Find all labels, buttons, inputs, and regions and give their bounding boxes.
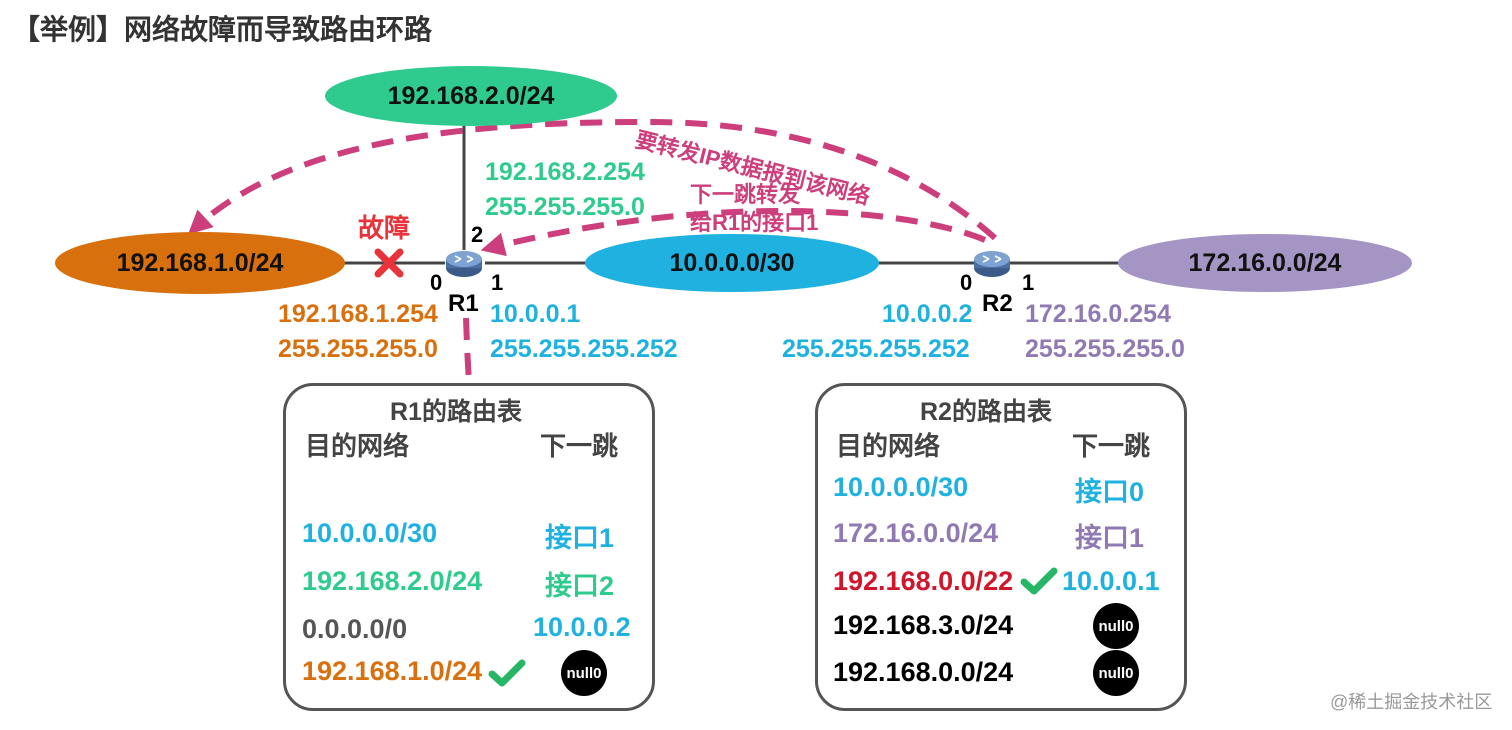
page-title: 【举例】网络故障而导致路由环路 (12, 14, 433, 45)
r2-null0-badge-2: null0 (1093, 650, 1139, 696)
r1-if0-mask: 255.255.255.0 (278, 335, 438, 363)
network-172-16-0: 172.16.0.0/24 (1118, 234, 1412, 292)
r1-row-2-dest: 192.168.2.0/24 (302, 566, 483, 596)
annotation-next-hop-1: 下一跳转发 (690, 182, 801, 207)
r1-row-4-dest: 192.168.1.0/24 (302, 656, 483, 686)
arrow-to-net-left (187, 118, 997, 241)
r1-row-1-dest: 10.0.0.0/30 (302, 518, 438, 548)
r1-col-next: 下一跳 (540, 431, 619, 461)
r2-row-5-dest: 192.168.0.0/24 (833, 657, 1014, 687)
r1-row-3-dest: 0.0.0.0/0 (302, 614, 408, 644)
r1-null0-badge: null0 (561, 650, 607, 696)
network-192-168-2: 192.168.2.0/24 (325, 66, 617, 126)
check-icon (1020, 567, 1058, 595)
r2-if1-ip: 172.16.0.254 (1025, 300, 1171, 328)
r2-if1-mask: 255.255.255.0 (1025, 335, 1185, 363)
r1-table-title: R1的路由表 (390, 398, 522, 426)
r1-if2-mask: 255.255.255.0 (485, 193, 645, 221)
r2-col-dest: 目的网络 (836, 431, 941, 461)
router-r1-name: R1 (448, 290, 479, 317)
r2-row-2-dest: 172.16.0.0/24 (833, 518, 999, 548)
watermark: @稀土掘金技术社区 (1330, 692, 1493, 712)
r2-row-3-dest: 192.168.0.0/22 (833, 566, 1014, 596)
r2-row-1-dest: 10.0.0.0/30 (833, 472, 969, 502)
router-r2-name: R2 (982, 290, 1013, 317)
r1-row-3-next: 10.0.0.2 (533, 612, 631, 642)
r1-port-0: 0 (430, 270, 443, 295)
r1-col-dest: 目的网络 (305, 431, 410, 461)
r2-port-1: 1 (1022, 270, 1035, 295)
r2-port-0: 0 (960, 270, 973, 295)
network-192-168-1: 192.168.1.0/24 (55, 232, 345, 294)
annotation-next-hop-2: 给R1的接口1 (690, 210, 819, 235)
fault-label: 故障 (358, 213, 411, 243)
r1-if1-ip: 10.0.0.1 (490, 300, 581, 328)
r1-if2-ip: 192.168.2.254 (485, 158, 645, 186)
r2-if0-mask: 255.255.255.252 (782, 335, 970, 363)
check-icon (488, 659, 526, 687)
r2-row-2-next: 接口1 (1075, 523, 1145, 553)
r1-port-1: 1 (491, 270, 504, 295)
r1-if1-mask: 255.255.255.252 (490, 335, 678, 363)
fault-x-icon (374, 248, 404, 278)
r2-null0-badge-1: null0 (1093, 603, 1139, 649)
r1-port-2: 2 (471, 222, 484, 247)
router-r1-icon (446, 251, 482, 277)
router-r2-icon (974, 251, 1010, 277)
r2-row-4-dest: 192.168.3.0/24 (833, 610, 1014, 640)
r2-if0-ip: 10.0.0.2 (882, 300, 973, 328)
r1-row-1-next: 接口1 (545, 523, 615, 553)
r2-table-title: R2的路由表 (920, 398, 1052, 426)
r2-row-1-next: 接口0 (1075, 477, 1145, 507)
r2-row-3-next: 10.0.0.1 (1062, 566, 1160, 596)
network-10-0-0: 10.0.0.0/30 (585, 234, 879, 292)
r2-routing-table (815, 383, 1187, 711)
arrow-next-hop (480, 208, 987, 257)
r1-if0-ip: 192.168.1.254 (278, 300, 438, 328)
r1-row-2-next: 接口2 (545, 571, 615, 601)
r2-col-next: 下一跳 (1072, 431, 1151, 461)
